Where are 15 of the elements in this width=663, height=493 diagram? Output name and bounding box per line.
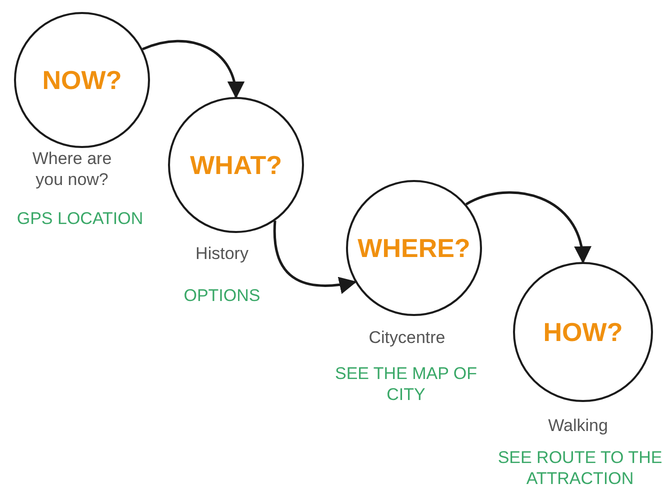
step-note: Where are you now? — [31, 148, 113, 190]
step-note: Citycentre — [368, 327, 446, 348]
curved-arrow — [273, 220, 357, 294]
step-title: HOW? — [543, 316, 623, 348]
step-action: SEE THE MAP OF CITY — [334, 363, 478, 405]
step-note: History — [194, 243, 250, 264]
step-action: GPS LOCATION — [16, 208, 144, 229]
curved-arrow — [142, 40, 244, 99]
step-note: Walking — [547, 415, 609, 436]
step-title: WHERE? — [358, 232, 470, 264]
step-action: SEE ROUTE TO THE ATTRACTION — [496, 447, 663, 489]
step-action: OPTIONS — [182, 285, 262, 306]
step-title: NOW? — [42, 64, 122, 96]
curved-arrow — [466, 191, 590, 264]
step-title: WHAT? — [190, 150, 282, 180]
